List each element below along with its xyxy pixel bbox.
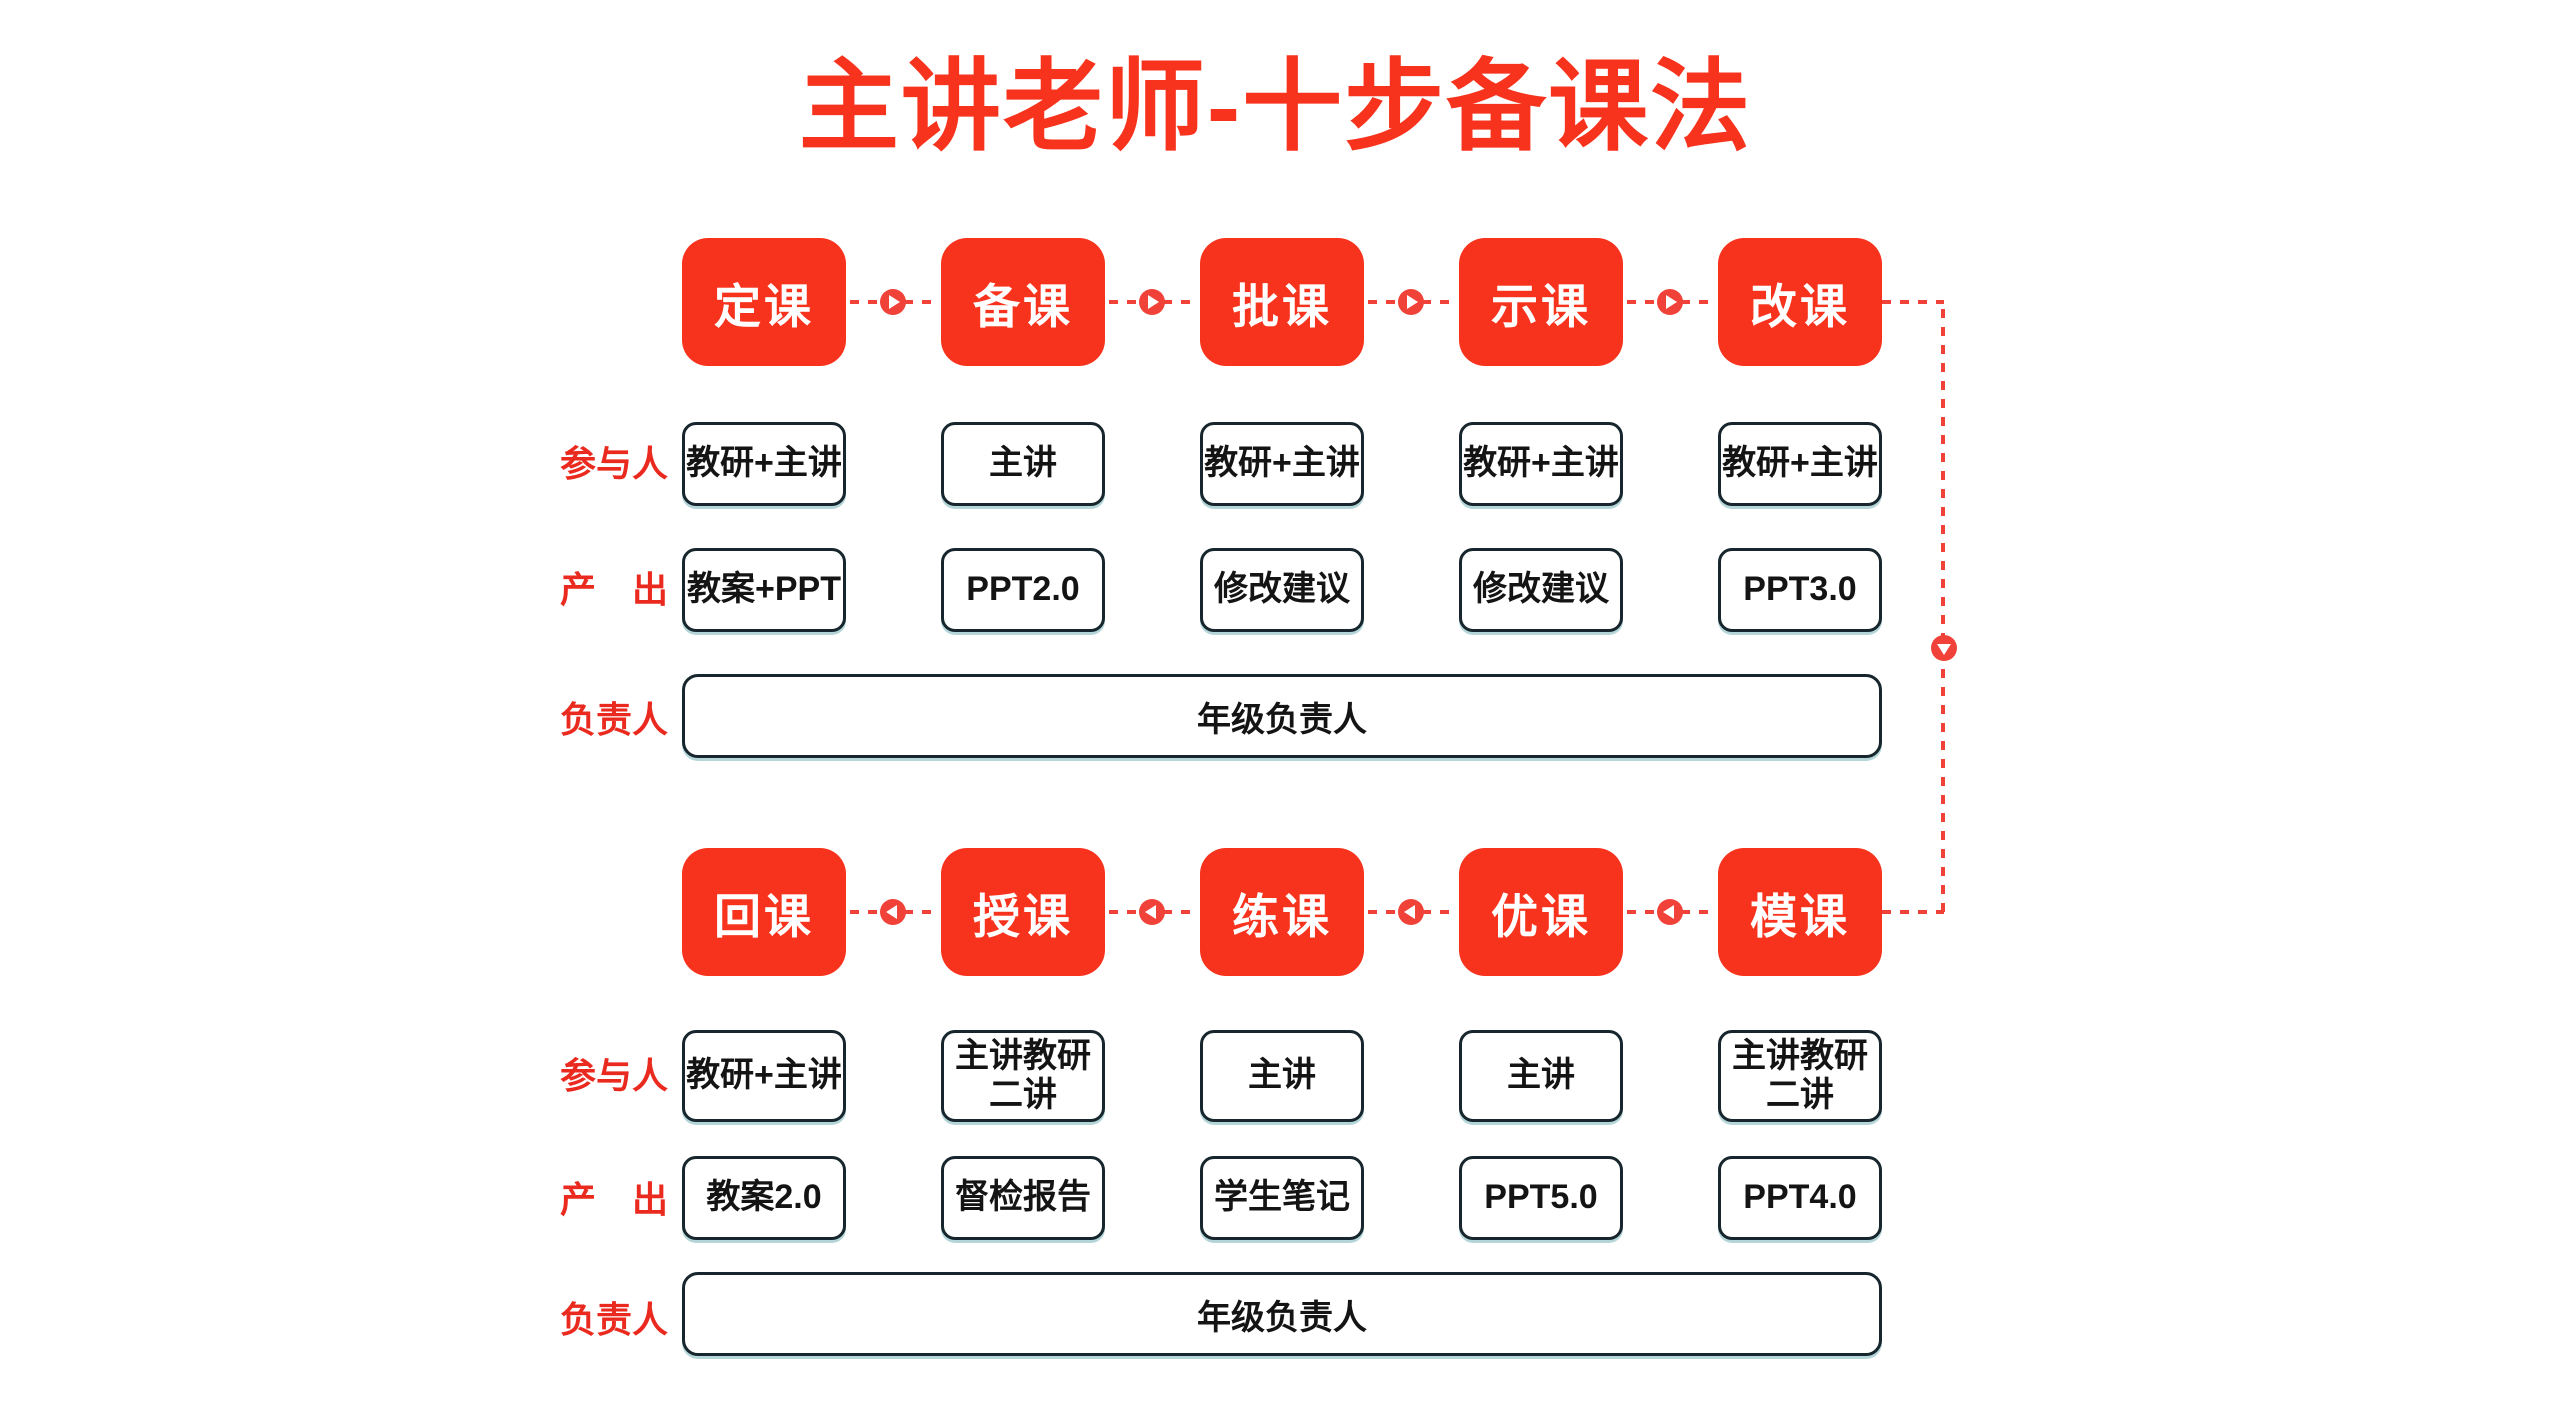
page-title: 主讲老师-十步备课法 [798,51,1753,163]
participants-label: 参与人 [559,443,668,484]
owner-label: 负责人 [559,699,668,740]
participant-box: 教研+主讲 [682,1030,846,1122]
phase2-stage-9: 授课 [941,848,1105,976]
phase2-stage-8: 练课 [1200,848,1364,976]
arrow-right-icon [1398,289,1424,315]
connector-line [1882,300,1944,304]
arrow-left-icon [1657,899,1683,925]
phase1-stage-3: 批课 [1200,238,1364,366]
output-box: PPT4.0 [1718,1156,1882,1240]
phase1-stage-4: 示课 [1459,238,1623,366]
arrow-left-icon [1139,899,1165,925]
output-label: 产 出 [559,569,668,610]
phase2-stage-7: 优课 [1459,848,1623,976]
phase2-stage-6: 模课 [1718,848,1882,976]
connector-line [1941,302,1945,912]
output-box: PPT3.0 [1718,548,1882,632]
participants-label: 参与人 [559,1055,668,1096]
owner-label: 负责人 [559,1299,668,1340]
participant-box: 教研+主讲 [1718,422,1882,506]
output-box: 教案+PPT [682,548,846,632]
phase1-participants-row: 教研+主讲 主讲 教研+主讲 教研+主讲 教研+主讲 [682,422,1882,506]
phase2-stage-row: 回课 授课 练课 优课 模课 [682,848,1882,976]
output-label: 产 出 [559,1179,668,1220]
participant-box: 主讲教研 二讲 [1718,1030,1882,1122]
arrow-right-icon [1139,289,1165,315]
phase2-participants-row: 教研+主讲 主讲教研 二讲 主讲 主讲 主讲教研 二讲 [682,1030,1882,1122]
participant-box: 主讲 [941,422,1105,506]
phase2-owner-row: 年级负责人 [682,1272,1882,1356]
arrow-left-icon [880,899,906,925]
participant-box: 教研+主讲 [1459,422,1623,506]
arrow-right-icon [1657,289,1683,315]
phase2-stage-10: 回课 [682,848,846,976]
phase1-owner-row: 年级负责人 [682,674,1882,758]
phase2-outputs-row: 教案2.0 督检报告 学生笔记 PPT5.0 PPT4.0 [682,1156,1882,1240]
phase1-stage-row: 定课 备课 批课 示课 改课 [682,238,1882,366]
arrow-right-icon [880,289,906,315]
output-box: PPT2.0 [941,548,1105,632]
phase1-stage-1: 定课 [682,238,846,366]
arrow-down-icon [1931,635,1957,661]
participant-box: 主讲 [1200,1030,1364,1122]
participant-box: 主讲教研 二讲 [941,1030,1105,1122]
output-box: 修改建议 [1200,548,1364,632]
arrow-left-icon [1398,899,1424,925]
participant-box: 主讲 [1459,1030,1623,1122]
phase1-stage-5: 改课 [1718,238,1882,366]
participant-box: 教研+主讲 [1200,422,1364,506]
owner-box: 年级负责人 [682,674,1882,758]
participant-box: 教研+主讲 [682,422,846,506]
phase1-outputs-row: 教案+PPT PPT2.0 修改建议 修改建议 PPT3.0 [682,548,1882,632]
output-box: PPT5.0 [1459,1156,1623,1240]
connector-line [1882,910,1944,914]
phase1-stage-2: 备课 [941,238,1105,366]
output-box: 教案2.0 [682,1156,846,1240]
output-box: 督检报告 [941,1156,1105,1240]
owner-box: 年级负责人 [682,1272,1882,1356]
output-box: 学生笔记 [1200,1156,1364,1240]
output-box: 修改建议 [1459,548,1623,632]
